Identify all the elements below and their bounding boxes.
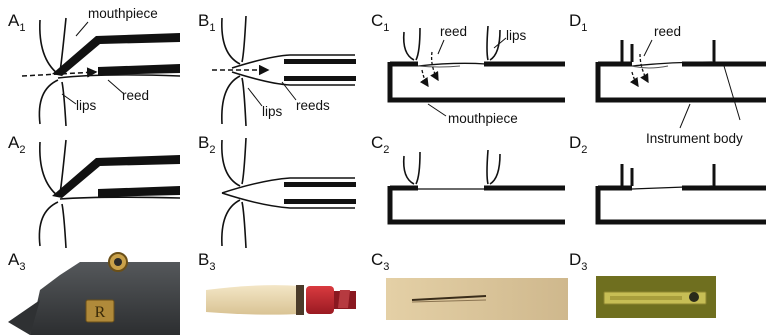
thread-wrap (296, 285, 304, 315)
label-reeds: reeds (296, 98, 330, 113)
cane-blade (206, 285, 300, 315)
lower-lip (222, 76, 240, 124)
reed-rivet (689, 292, 699, 302)
label-lips: lips (506, 28, 527, 43)
airflow-arrow (632, 72, 638, 86)
mouthpiece-photo (30, 262, 180, 335)
instrument-body-box (598, 62, 766, 100)
diagram-a2 (39, 140, 180, 248)
panel-label-b2: B2 (198, 133, 215, 156)
right-lip (487, 150, 488, 184)
diagram-a1: mouthpiece lips reed (22, 6, 180, 126)
right-lip (487, 26, 488, 60)
mouthpiece-lower-shape (98, 186, 180, 197)
lower-lip (39, 202, 58, 246)
svg-text:D2: D2 (569, 133, 587, 156)
svg-text:D3: D3 (569, 250, 587, 273)
upper-lip (222, 140, 240, 186)
panel-label-a1: A1 (8, 11, 25, 34)
airflow-arrow (422, 70, 428, 86)
label-mouthpiece: mouthpiece (448, 111, 518, 126)
panel-label-a3: A3 (8, 250, 25, 273)
svg-text:B1: B1 (198, 11, 215, 34)
label-lips: lips (76, 98, 97, 113)
diagram-c1: reed lips mouthpiece (390, 24, 565, 126)
staple-top (284, 59, 356, 64)
mouthpiece-box (390, 186, 565, 222)
upper-lip (222, 18, 240, 64)
svg-text:D1: D1 (569, 11, 587, 34)
label-mouthpiece: mouthpiece (88, 6, 158, 21)
svg-text:A1: A1 (8, 11, 25, 34)
panel-label-c3: C3 (371, 250, 389, 273)
diagram-d2 (598, 164, 766, 222)
upper-lip (40, 142, 58, 196)
panel-label-d3: D3 (569, 250, 587, 273)
staple-bottom (284, 76, 356, 81)
reed-shape (418, 63, 486, 66)
label-reed: reed (122, 88, 149, 103)
panel-label-b3: B3 (198, 250, 215, 273)
lower-lip (39, 80, 58, 124)
svg-text:A2: A2 (8, 133, 25, 156)
svg-text:C1: C1 (371, 11, 389, 34)
staple-bottom (284, 199, 356, 204)
diagram-c2 (390, 150, 565, 222)
ligature-logo: R (95, 304, 106, 321)
reed-shape (58, 75, 180, 78)
panel-label-c2: C2 (371, 133, 389, 156)
lower-lip (222, 200, 240, 246)
label-instrument-body: Instrument body (646, 131, 743, 146)
label-reed: reed (654, 24, 681, 39)
svg-text:A3: A3 (8, 250, 25, 273)
photo-a3: R (8, 253, 180, 335)
photo-d3 (596, 276, 716, 318)
svg-text:B2: B2 (198, 133, 215, 156)
mouthpiece-lower-shape (98, 64, 180, 75)
panel-label-c1: C1 (371, 11, 389, 34)
svg-text:C3: C3 (371, 250, 389, 273)
panel-label-a2: A2 (8, 133, 25, 156)
panel-label-b1: B1 (198, 11, 215, 34)
photo-b3 (206, 285, 356, 315)
label-lips: lips (262, 104, 283, 119)
diagram-d1: reed Instrument body (598, 24, 766, 146)
staple-top (284, 182, 356, 187)
panel-label-d2: D2 (569, 133, 587, 156)
svg-text:C2: C2 (371, 133, 389, 156)
reed-shape (60, 197, 180, 199)
svg-text:B3: B3 (198, 250, 215, 273)
photo-c3 (386, 278, 568, 320)
panel-label-d1: D1 (569, 11, 587, 34)
left-lip (404, 156, 414, 184)
left-lip (404, 32, 414, 60)
mouthpiece-box (390, 62, 565, 100)
diagram-b1: lips reeds (212, 16, 356, 126)
diagram-b2 (222, 138, 356, 248)
label-reed: reed (440, 24, 467, 39)
instrument-body-box (598, 186, 766, 222)
upper-lip (40, 20, 58, 74)
airflow-arrow (432, 52, 438, 80)
